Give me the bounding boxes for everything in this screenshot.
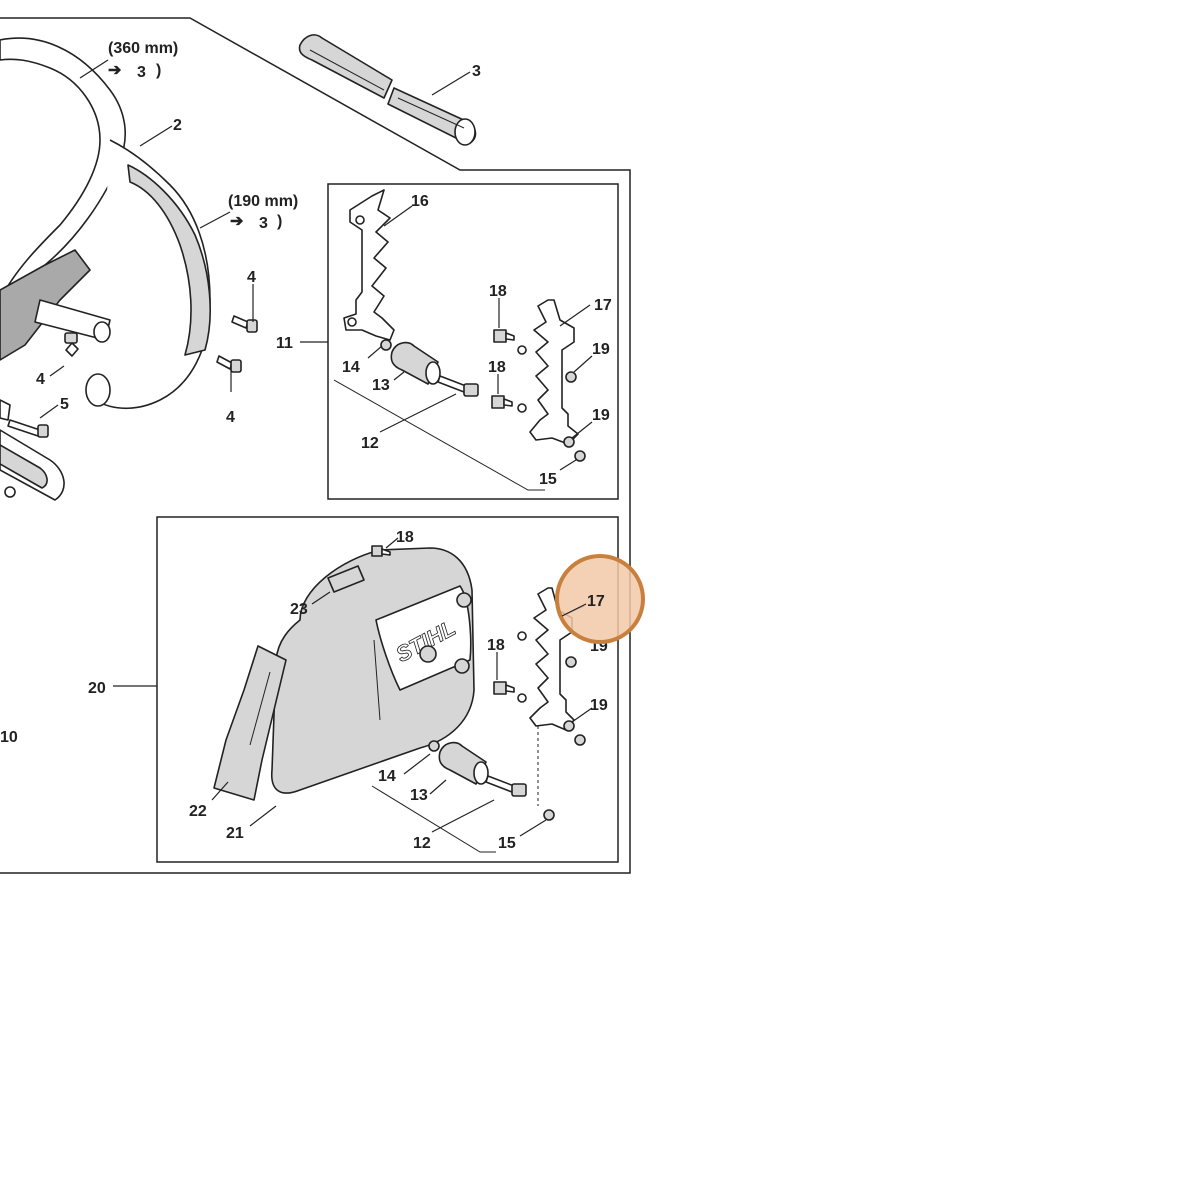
nut-part-15-b[interactable] xyxy=(543,809,555,821)
callout-15-b[interactable]: 15 xyxy=(498,835,516,852)
callout-22[interactable]: 22 xyxy=(189,803,207,820)
note-paren-a: ) xyxy=(156,62,161,79)
callout-21[interactable]: 21 xyxy=(226,825,244,842)
callout-4-a[interactable]: 4 xyxy=(247,269,256,286)
callout-13-a[interactable]: 13 xyxy=(372,377,390,394)
callout-19-a[interactable]: 19 xyxy=(592,341,610,358)
screw-part-18-d[interactable] xyxy=(493,681,515,695)
pin-part-12-b[interactable] xyxy=(485,775,527,797)
washer-part-14-a[interactable] xyxy=(380,339,392,351)
callout-18-b[interactable]: 18 xyxy=(488,359,506,376)
callout-17-b[interactable]: 17 xyxy=(587,593,605,610)
callout-12-a[interactable]: 12 xyxy=(361,435,379,452)
callout-19-b[interactable]: 19 xyxy=(592,407,610,424)
callout-5[interactable]: 5 xyxy=(60,396,69,413)
handle-tube-part-3[interactable] xyxy=(298,34,477,146)
callout-2[interactable]: 2 xyxy=(173,117,182,134)
callout-14-b[interactable]: 14 xyxy=(378,768,396,785)
note-ref-3-a: 3 xyxy=(137,64,146,81)
chain-catcher-part-22[interactable] xyxy=(213,645,287,801)
callout-18-d[interactable]: 18 xyxy=(487,637,505,654)
bumper-spike-part-16[interactable] xyxy=(343,189,395,341)
nut-part-19-a[interactable] xyxy=(565,371,577,383)
assembly-frame xyxy=(0,17,631,874)
nut-part-19-c[interactable] xyxy=(565,656,577,668)
callout-19-d[interactable]: 19 xyxy=(590,697,608,714)
screw-part-5[interactable] xyxy=(7,419,49,438)
nut-part-19-e[interactable] xyxy=(574,734,586,746)
note-ref-arrow-b: ➔ xyxy=(230,213,244,230)
callout-23[interactable]: 23 xyxy=(290,601,308,618)
sprocket-cover-part-21[interactable]: STIHL xyxy=(271,547,475,794)
nut-part-19-d[interactable] xyxy=(563,720,575,732)
callout-11[interactable]: 11 xyxy=(276,335,293,352)
note-paren-b: ) xyxy=(277,213,282,230)
nut-part-19-b[interactable] xyxy=(563,436,575,448)
screw-part-4-c[interactable] xyxy=(64,332,79,357)
screw-part-4-a[interactable] xyxy=(231,315,258,333)
callout-17-a[interactable]: 17 xyxy=(594,297,612,314)
callout-4-b[interactable]: 4 xyxy=(226,409,235,426)
clip-part-23[interactable] xyxy=(327,565,365,593)
callout-12-b[interactable]: 12 xyxy=(413,835,431,852)
screw-part-4-b[interactable] xyxy=(216,355,242,373)
screw-part-18-c[interactable] xyxy=(371,545,391,557)
note-ref-3-b: 3 xyxy=(259,215,268,232)
nut-part-15-a[interactable] xyxy=(574,450,586,462)
spacer-sleeve-part-13-b[interactable] xyxy=(438,741,489,785)
highlight-marker xyxy=(555,554,645,644)
callout-18-a[interactable]: 18 xyxy=(489,283,507,300)
spacer-sleeve-part-13-a[interactable] xyxy=(390,341,441,385)
note-length-360: (360 mm) xyxy=(108,40,178,57)
pin-part-12-a[interactable] xyxy=(437,375,479,397)
screw-part-18-a[interactable] xyxy=(493,329,515,343)
callout-16[interactable]: 16 xyxy=(411,193,429,210)
callout-20[interactable]: 20 xyxy=(88,680,106,697)
bumper-spike-part-17-a[interactable] xyxy=(529,299,579,445)
callout-14-a[interactable]: 14 xyxy=(342,359,360,376)
callout-13-b[interactable]: 13 xyxy=(410,787,428,804)
front-handle-part-2[interactable] xyxy=(0,37,211,410)
screw-part-18-b[interactable] xyxy=(491,395,513,409)
callout-15-a[interactable]: 15 xyxy=(539,471,557,488)
note-length-190: (190 mm) xyxy=(228,193,298,210)
washer-part-14-b[interactable] xyxy=(428,740,440,752)
callout-18-c[interactable]: 18 xyxy=(396,529,414,546)
callout-4-c[interactable]: 4 xyxy=(36,371,45,388)
callout-10[interactable]: 10 xyxy=(0,729,18,746)
callout-3[interactable]: 3 xyxy=(472,63,481,80)
kit-box-20[interactable] xyxy=(156,516,619,863)
handle-bracket-part-10[interactable] xyxy=(0,399,65,501)
note-ref-arrow-a: ➔ xyxy=(108,62,122,79)
